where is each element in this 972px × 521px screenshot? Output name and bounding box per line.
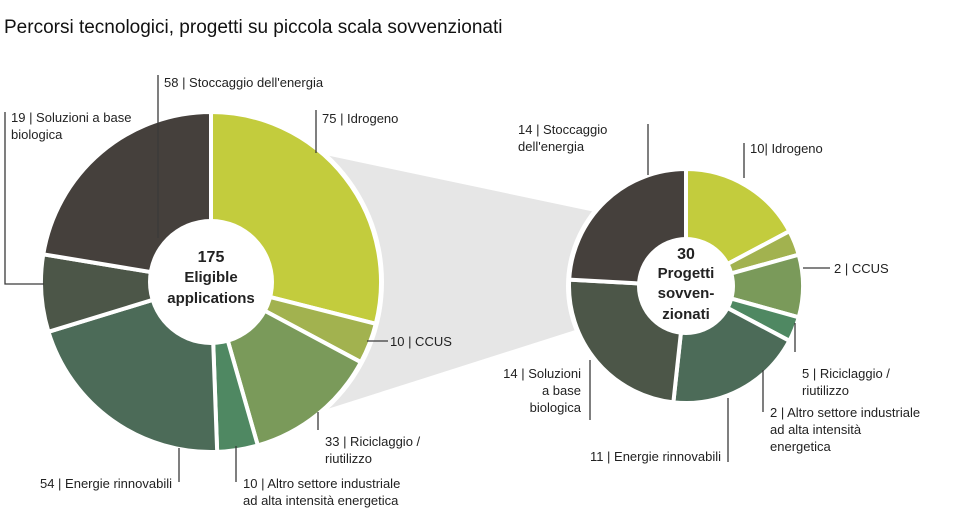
slice-label-idrogeno: 75 | Idrogeno <box>322 111 398 126</box>
slice-label-biologica: biologica <box>530 400 582 415</box>
slice-label-altro: ad alta intensità energetica <box>243 493 399 508</box>
slice-label-biologica: 14 | Soluzioni <box>503 366 581 381</box>
center-label: Progetti <box>658 265 715 282</box>
zoom-connector <box>316 153 600 412</box>
slice-label-biologica: a base <box>542 383 581 398</box>
slice-label-stoccaggio: 58 | Stoccaggio dell'energia <box>164 75 324 90</box>
slice-label-ccus: 10 | CCUS <box>390 334 452 349</box>
slice-label-biologica: 19 | Soluzioni a base <box>11 110 131 125</box>
center-label: zionati <box>662 306 710 323</box>
slice-label-riciclaggio: riutilizzo <box>802 383 849 398</box>
slice-label-ccus: 2 | CCUS <box>834 261 889 276</box>
slice-label-riciclaggio: riutilizzo <box>325 451 372 466</box>
slice-label-riciclaggio: 5 | Riciclaggio / <box>802 366 890 381</box>
slice-label-rinnovabili: 54 | Energie rinnovabili <box>40 476 172 491</box>
chart-title: Percorsi tecnologici, progetti su piccol… <box>4 17 502 38</box>
center-label: 175 <box>198 249 225 266</box>
leader-line-biologica <box>4 112 44 285</box>
center-label: sovven- <box>658 285 715 302</box>
slice-label-rinnovabili: 11 | Energie rinnovabili <box>590 449 721 464</box>
slice-label-altro: 10 | Altro settore industriale <box>243 476 400 491</box>
pie-center <box>148 219 274 345</box>
slice-label-biologica: biologica <box>11 127 63 142</box>
pie-center <box>637 237 735 335</box>
slice-label-altro: 2 | Altro settore industriale <box>770 405 920 420</box>
slice-label-riciclaggio: 33 | Riciclaggio / <box>325 434 421 449</box>
slice-label-altro: energetica <box>770 439 831 454</box>
slice-label-stoccaggio: dell'energia <box>518 139 585 154</box>
center-label: 30 <box>677 246 695 263</box>
center-label: applications <box>167 290 255 307</box>
slice-label-stoccaggio: 14 | Stoccaggio <box>518 122 607 137</box>
slice-label-idrogeno: 10| Idrogeno <box>750 141 823 156</box>
center-label: Eligible <box>184 269 237 286</box>
slice-label-altro: ad alta intensità <box>770 422 862 437</box>
